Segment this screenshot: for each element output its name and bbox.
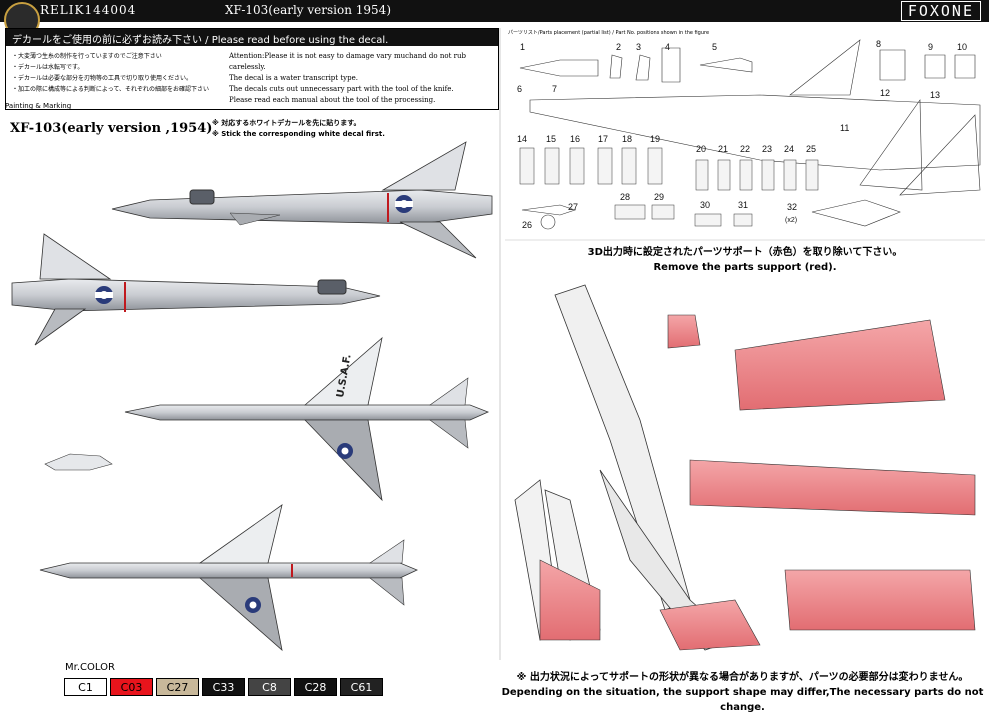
bottom-note-en: Depending on the situation, the support … — [501, 687, 984, 713]
color-swatch: C28 — [294, 678, 337, 696]
svg-text:5: 5 — [712, 42, 717, 52]
color-swatch: C03 — [110, 678, 153, 696]
svg-text:6: 6 — [517, 84, 522, 94]
svg-text:7: 7 — [552, 84, 557, 94]
print-supports — [514, 284, 976, 651]
product-id: RELIK144004 — [40, 3, 137, 17]
en-line: The decals cuts out unnecessary part wit… — [229, 85, 454, 93]
svg-text:23: 23 — [762, 144, 772, 154]
svg-text:1: 1 — [520, 42, 525, 52]
mr-color-label: Mr.COLOR — [65, 662, 115, 673]
svg-text:14: 14 — [517, 134, 527, 144]
section-title: XF-103(early version ,1954) — [10, 121, 213, 136]
svg-text:25: 25 — [806, 144, 816, 154]
note-jp: ※ 対応するホワイトデカールを先に貼ります。 — [212, 119, 361, 127]
instructions-jp: ・大変薄つ生糸の制作を行っていますのでご注意下さい ・デカールは水転写です。 ・… — [12, 51, 209, 95]
svg-text:31: 31 — [738, 200, 748, 210]
color-swatch: C1 — [64, 678, 107, 696]
svg-text:10: 10 — [957, 42, 967, 52]
svg-text:28: 28 — [620, 192, 630, 202]
parts-diagram — [519, 39, 981, 230]
page-title: XF-103(early version 1954) — [225, 3, 391, 17]
svg-text:29: 29 — [654, 192, 664, 202]
header-bar: RELIK144004 XF-103(early version 1954) F… — [0, 0, 989, 22]
svg-text:2: 2 — [616, 42, 621, 52]
decal-notes: ※ 対応するホワイトデカールを先に貼ります。 ※ Stick the corre… — [212, 118, 385, 140]
support-note-jp: 3D出力時に設定されたパーツサポート（赤色）を取り除いて下さい。 — [587, 247, 903, 258]
svg-text:13: 13 — [930, 90, 940, 100]
aircraft-side-left — [111, 141, 493, 259]
color-swatch: C8 — [248, 678, 291, 696]
painting-marking-label: Painting & Marking — [5, 102, 72, 110]
jp-line: ・大変薄つ生糸の制作を行っていますのでご注意下さい — [12, 53, 162, 60]
svg-text:22: 22 — [740, 144, 750, 154]
aircraft-top-view-2 — [39, 504, 418, 652]
color-swatch: C27 — [156, 678, 199, 696]
svg-text:9: 9 — [928, 42, 933, 52]
svg-text:30: 30 — [700, 200, 710, 210]
instructions-box: デカールをご使用の前に必ずお読み下さい / Please read before… — [5, 28, 499, 110]
jp-line: ・デカールは水転写です。 — [12, 64, 84, 71]
svg-text:21: 21 — [718, 144, 728, 154]
color-swatch: C33 — [202, 678, 245, 696]
aircraft-top-view-1: U.S.A.F. — [124, 336, 490, 502]
instructions-header: デカールをご使用の前に必ずお読み下さい / Please read before… — [6, 29, 498, 46]
svg-text:15: 15 — [546, 134, 556, 144]
instructions-en: Attention:Please it is not easy to damag… — [229, 51, 498, 106]
parts-list-title: パーツリスト/Parts placement (partial list) / … — [508, 30, 710, 36]
small-parts-row — [519, 147, 819, 227]
svg-text:24: 24 — [784, 144, 794, 154]
color-swatch: C61 — [340, 678, 383, 696]
en-line: Please read each manual about the tool o… — [229, 96, 436, 104]
svg-text:16: 16 — [570, 134, 580, 144]
svg-text:8: 8 — [876, 39, 881, 49]
svg-text:27: 27 — [568, 202, 578, 212]
support-note: 3D出力時に設定されたパーツサポート（赤色）を取り除いて下さい。 Remove … — [520, 245, 970, 275]
svg-text:20: 20 — [696, 144, 706, 154]
bottom-note: ※ 出力状況によってサポートの形状が異なる場合がありますが、パーツの必要部分は変… — [500, 670, 985, 715]
en-line: The decal is a water transcript type. — [229, 74, 358, 82]
bottom-note-jp: ※ 出力状況によってサポートの形状が異なる場合がありますが、パーツの必要部分は変… — [516, 672, 969, 683]
svg-text:4: 4 — [665, 42, 670, 52]
svg-text:(x2): (x2) — [785, 217, 797, 224]
aircraft-side-right — [11, 233, 381, 346]
jp-line: ・デカールは必要な部分を刃物等の工具で切り取り使用ください。 — [12, 75, 193, 82]
svg-text:3: 3 — [636, 42, 641, 52]
svg-text:11: 11 — [840, 123, 849, 133]
brand-logo: FOXONE — [900, 1, 981, 21]
svg-text:12: 12 — [880, 88, 890, 98]
support-note-en: Remove the parts support (red). — [653, 262, 837, 273]
svg-text:18: 18 — [622, 134, 632, 144]
drop-tank — [44, 453, 113, 471]
note-en: ※ Stick the corresponding white decal fi… — [212, 130, 385, 138]
jp-line: ・加工の際に構成等による判断によって、それぞれの細部をお確認下さい — [12, 86, 210, 93]
svg-text:26: 26 — [522, 220, 532, 230]
en-line: Attention:Please it is not easy to damag… — [229, 52, 466, 71]
svg-text:17: 17 — [598, 134, 608, 144]
svg-text:19: 19 — [650, 134, 660, 144]
part-number-labels: 1 2 3 4 5 6 7 8 9 10 11 12 13 14 15 16 1… — [517, 39, 967, 230]
svg-text:32: 32 — [787, 202, 797, 212]
